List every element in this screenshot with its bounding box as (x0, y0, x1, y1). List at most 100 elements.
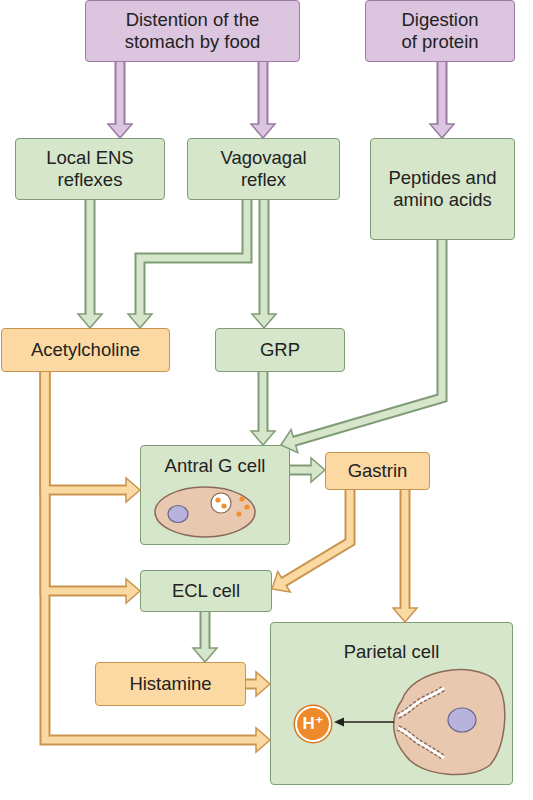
node-label: Acetylcholine (31, 339, 140, 361)
arrow-head (256, 728, 270, 752)
node-label: Local ENS reflexes (28, 147, 152, 191)
node-label: Gastrin (348, 460, 408, 482)
arrow-shaft-outline (259, 200, 270, 314)
arrow-shaft (292, 240, 442, 442)
node-label: Distention of the stomach by food (100, 9, 285, 53)
arrow-shaft-outline (400, 490, 411, 608)
messenger-box: Acetylcholine (1, 328, 170, 372)
node-label: Peptides and amino acids (383, 167, 502, 211)
arrow-shaft-outline (45, 372, 126, 490)
arrow-head (126, 579, 140, 603)
cell-box: Antral G cell (140, 445, 290, 545)
arrow-shaft-outline (45, 372, 126, 591)
connector-group (45, 62, 442, 740)
secretion-arrowhead (334, 718, 344, 727)
arrow-shaft-outline (200, 612, 211, 648)
pathway-box: Vagovagal reflex (187, 138, 340, 200)
arrow-shaft (117, 62, 124, 127)
arrow-shaft (260, 62, 267, 127)
arrow-shaft (439, 62, 446, 127)
node-label: Parietal cell (344, 641, 440, 663)
gastrin-granule (239, 496, 244, 501)
node-label: Antral G cell (165, 455, 266, 477)
arrow-head (193, 648, 217, 662)
arrow-head (251, 124, 275, 138)
cell-nucleus (448, 708, 476, 732)
arrow-shaft (45, 372, 259, 740)
arrow-shaft (282, 490, 350, 583)
arrow-shaft (140, 200, 247, 317)
cell-box: Parietal cellH⁺ (270, 622, 513, 785)
cell-edge (243, 500, 248, 524)
arrow-head (272, 572, 290, 593)
g-cell-drawing (155, 487, 255, 537)
arrow-shaft-outline (437, 62, 448, 124)
arrow-shaft (87, 200, 94, 317)
arrow-head (393, 608, 417, 622)
gastrin-granule (215, 497, 220, 502)
arrow-head (430, 124, 454, 138)
arrow-head (251, 431, 275, 445)
parietal-cell-drawing (334, 670, 505, 775)
node-label: GRP (260, 339, 300, 361)
messenger-box: Histamine (95, 662, 246, 706)
arrow-shaft (45, 372, 129, 490)
arrow-shaft (260, 372, 267, 434)
arrow-shaft (45, 372, 129, 591)
arrow-shaft (290, 467, 314, 474)
arrow-shaft-outline (140, 200, 247, 314)
arrow-shaft-outline (85, 200, 96, 314)
arrow-shaft (261, 200, 268, 317)
arrow-shaft-outline (115, 62, 126, 124)
arrow-shaft-outline (258, 62, 269, 124)
node-label: Digestion of protein (392, 9, 488, 53)
connector-group (78, 124, 454, 752)
arrow-shaft-outline (45, 372, 256, 740)
arrow-head (281, 430, 298, 453)
arrow-head (128, 314, 152, 328)
canaliculus-outline (398, 728, 444, 758)
node-label: ECL cell (172, 580, 240, 602)
arrow-head (78, 314, 102, 328)
pathway-box: Peptides and amino acids (370, 138, 515, 240)
cell-nucleus (168, 506, 188, 523)
cell-body (155, 487, 255, 537)
arrow-shaft-outline (294, 240, 442, 441)
cell-box: ECL cell (140, 570, 272, 612)
node-label: H⁺ (302, 714, 323, 734)
connector-group (45, 62, 442, 740)
arrow-shaft-outline (290, 465, 311, 476)
canaliculus (398, 728, 444, 758)
arrow-head (126, 478, 140, 502)
arrow-shaft (402, 490, 409, 611)
cell-body (394, 670, 505, 775)
node-label: Histamine (129, 673, 211, 695)
gastrin-granule (244, 504, 249, 509)
pathway-box: Local ENS reflexes (15, 138, 165, 200)
arrow-shaft (246, 681, 259, 688)
node-label: Vagovagal reflex (200, 147, 327, 191)
stimulus-box: Distention of the stomach by food (85, 0, 300, 62)
arrow-shaft-outline (258, 372, 269, 431)
canaliculus (398, 688, 444, 716)
arrow-head (256, 672, 270, 696)
stimulus-box: Digestion of protein (365, 0, 515, 62)
ion-circle: H⁺ (295, 706, 331, 742)
arrow-head (108, 124, 132, 138)
arrow-head (252, 314, 276, 328)
secretory-vesicle (211, 493, 231, 513)
arrow-shaft-outline (284, 490, 350, 582)
arrow-shaft (202, 612, 209, 651)
pathway-box: GRP (215, 328, 345, 372)
messenger-box: Gastrin (325, 452, 430, 490)
secretion-arrow (342, 721, 394, 723)
canaliculus-outline (398, 688, 444, 716)
gastrin-granule (221, 503, 226, 508)
arrow-head (311, 458, 325, 482)
gastrin-granule (236, 511, 241, 516)
arrow-shaft-outline (246, 679, 256, 690)
